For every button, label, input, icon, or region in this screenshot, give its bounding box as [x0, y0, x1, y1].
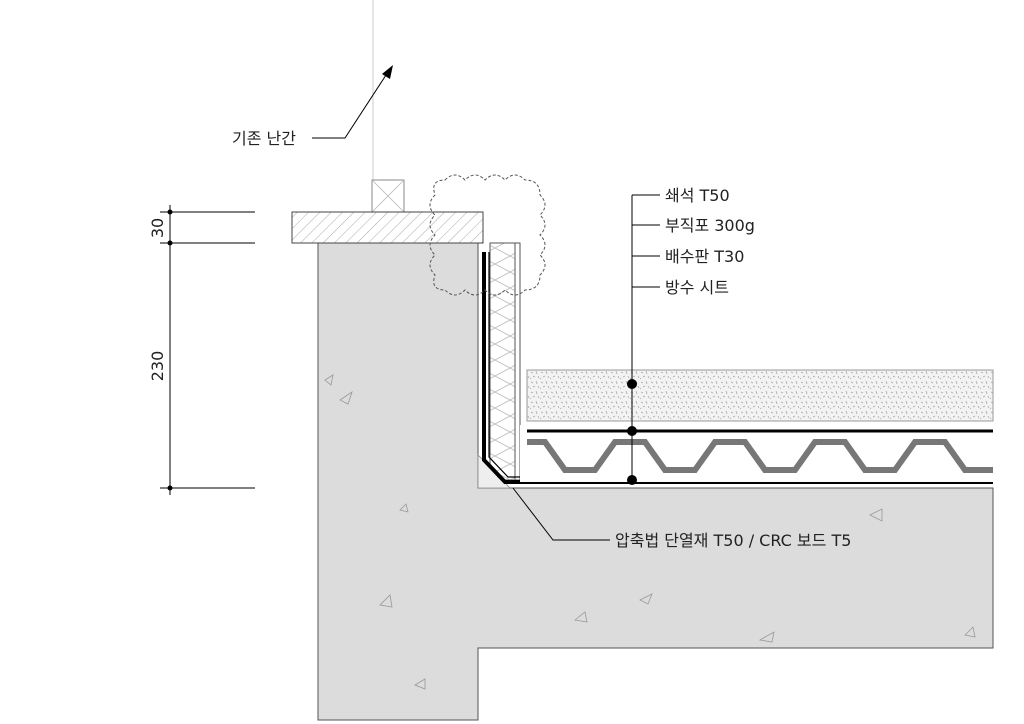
revision-cloud [429, 174, 546, 296]
dimension-parapet: 230 [148, 351, 167, 382]
label-fabric: 부직포 300g [665, 216, 755, 235]
label-insulation: 압축법 단열재 T50 / CRC 보드 T5 [615, 531, 851, 550]
label-drainage: 배수판 T30 [665, 247, 744, 266]
coping-slab [291, 211, 484, 244]
dimension-lines [160, 205, 255, 495]
leader-dot [627, 426, 637, 436]
label-railing: 기존 난간 [232, 129, 296, 148]
concrete-structure [317, 242, 994, 721]
label-gravel: 쇄석 T50 [665, 186, 730, 205]
drainage-board [527, 439, 993, 473]
concrete-aggregate-marks [324, 374, 976, 690]
gravel-layer [526, 369, 994, 422]
crc-board [514, 242, 521, 481]
dimension-coping: 30 [148, 218, 167, 238]
leader-dot [627, 379, 637, 389]
label-waterproof: 방수 시트 [665, 278, 729, 297]
insulation-board [489, 242, 516, 481]
leader-dot [627, 475, 637, 485]
